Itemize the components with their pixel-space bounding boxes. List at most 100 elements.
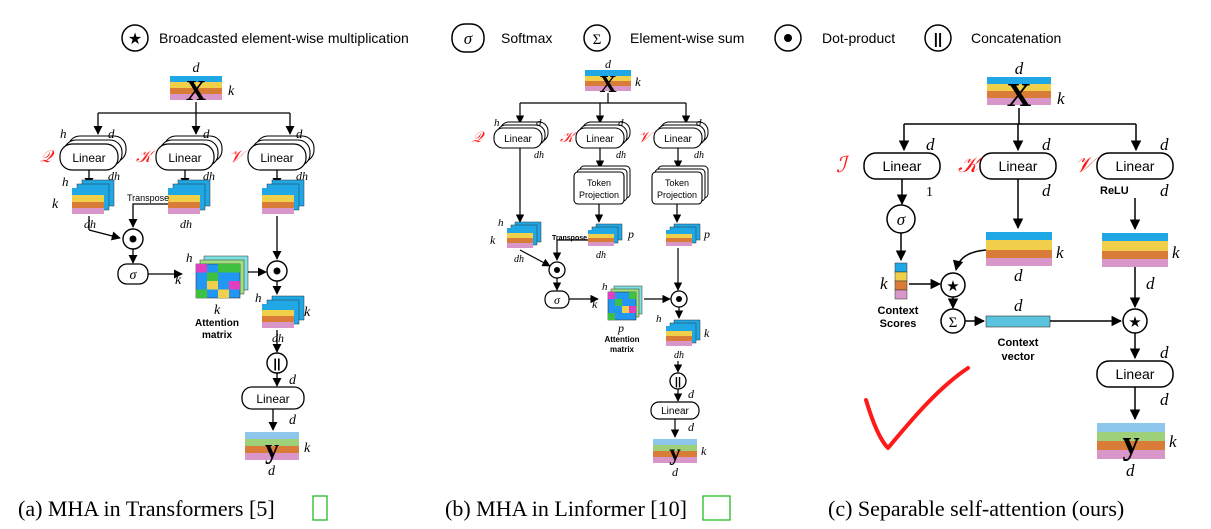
- panel-a-output-y: y: [245, 432, 299, 465]
- panel-a: X d k Linear Linear Linear 𝒬: [18, 61, 328, 521]
- panel-b-d1: d: [536, 117, 542, 129]
- panel-c-kt-k: k: [1056, 243, 1064, 262]
- panel-b-h1: h: [494, 117, 500, 129]
- panel-a-q-k: k: [52, 197, 59, 212]
- legend-sigma-symbol: σ: [464, 29, 473, 48]
- star-icon: [121, 24, 149, 52]
- panel-a-k-tensor: [168, 179, 211, 214]
- panel-b-out-h: h: [656, 313, 662, 325]
- panel-c-linear-out-d: d: [1160, 390, 1169, 409]
- panel-a-x-label: X: [186, 76, 206, 107]
- panel-a-att-k: k: [175, 273, 182, 288]
- panel-a-ref-link[interactable]: 5: [256, 496, 267, 521]
- panel-b-out-tensor: [666, 319, 701, 346]
- panel-b-q-symbol: 𝒬: [472, 130, 485, 146]
- panel-b-att-label1: Attention: [604, 335, 639, 344]
- panel-b: X d k Linear Linear Linear 𝒬 𝒦 �: [445, 57, 731, 521]
- panel-c-cv-d: d: [1014, 296, 1023, 315]
- panel-c-y-k: k: [1169, 432, 1177, 451]
- panel-b-k-p: p: [627, 227, 634, 241]
- panel-b-x-d: d: [605, 57, 612, 71]
- panel-a-d1: d: [108, 126, 115, 141]
- panel-c-v-tensor: [1102, 233, 1168, 267]
- panel-a-transpose: Transpose: [127, 193, 169, 203]
- panel-c-vt-d: d: [1146, 274, 1155, 293]
- panel-c-x-k: k: [1057, 89, 1065, 108]
- panel-b-y-d: d: [672, 465, 679, 479]
- panel-c-relu: ReLU: [1100, 185, 1129, 197]
- panel-c-caption: (c) Separable self-attention (ours): [828, 496, 1124, 521]
- panel-b-linear-v: Linear: [653, 121, 709, 149]
- panel-b-sigma: σ: [554, 293, 561, 307]
- panel-b-ref-link[interactable]: 10: [658, 496, 680, 521]
- panel-b-dh2: dh: [616, 150, 626, 161]
- panel-c-input-x: X d k: [987, 59, 1065, 114]
- panel-c-v-d2: d: [1160, 181, 1169, 200]
- panel-b-linear-q-label: Linear: [504, 134, 532, 145]
- panel-b-linear-q: Linear: [493, 121, 549, 149]
- star-glyph: ★: [128, 31, 142, 48]
- panel-b-q-h: h: [498, 217, 504, 229]
- panel-b-att-p: p: [617, 321, 624, 335]
- panel-a-concat-d: d: [289, 373, 297, 388]
- panel-a-dh2: dh: [203, 169, 215, 183]
- panel-a-y-d: d: [268, 464, 276, 479]
- panel-a-att-k2: k: [214, 303, 221, 318]
- softmax-icon: [451, 23, 485, 53]
- panel-b-k-tensor: [588, 223, 623, 246]
- panel-a-y-k: k: [304, 441, 311, 456]
- legend-concat-symbol: ||: [934, 31, 942, 48]
- legend: ★ Broadcasted element-wise multiplicatio…: [121, 23, 1061, 53]
- legend-concat-label: Concatenation: [971, 30, 1061, 46]
- panel-b-attention-matrix: [607, 285, 643, 321]
- panel-b-q-tensor: [507, 221, 542, 248]
- panel-c-i-d: d: [926, 135, 935, 154]
- panel-a-q-tensor: [72, 179, 115, 214]
- panel-b-dh1: dh: [534, 150, 544, 161]
- panel-b-dh3: dh: [694, 150, 704, 161]
- panel-c-x-label: X: [1007, 77, 1032, 114]
- panel-a-x-d: d: [193, 61, 201, 76]
- panel-c-k-tensor: [986, 232, 1052, 266]
- panel-c-x-d: d: [1015, 59, 1024, 78]
- panel-c-star1-glyph: ★: [946, 278, 959, 295]
- panel-b-v-p: p: [703, 227, 710, 241]
- panel-c-star2-d: d: [1160, 343, 1169, 362]
- panel-a-k-dh: dh: [180, 217, 192, 231]
- dot-product-dot: [784, 34, 792, 42]
- legend-sum-label: Element-wise sum: [630, 30, 744, 46]
- panel-c-scores-k: k: [880, 274, 888, 293]
- panel-a-out-h: h: [255, 290, 262, 305]
- panel-a-caption: (a) MHA in Transformers [5]: [18, 496, 275, 521]
- panel-a-k-symbol: 𝒦: [136, 147, 157, 166]
- panel-b-linear-v-label: Linear: [664, 134, 692, 145]
- panel-a-linear-k: Linear: [155, 135, 223, 171]
- panel-b-linear-out-label: Linear: [661, 406, 689, 417]
- panel-b-att-label2: matrix: [610, 345, 635, 354]
- panel-b-token-v-2: Projection: [657, 190, 697, 200]
- panel-a-att-label2: matrix: [202, 330, 232, 341]
- panel-b-x-k: k: [635, 74, 641, 89]
- panel-b-x-label: X: [599, 72, 617, 98]
- panel-a-ref-box[interactable]: [312, 495, 328, 521]
- panel-a-dh1: dh: [108, 169, 120, 183]
- panel-a-attention-matrix: [195, 255, 249, 299]
- panel-b-ref-box[interactable]: [702, 495, 731, 521]
- panel-b-d3: d: [696, 117, 702, 129]
- panel-a-sigma: σ: [130, 268, 138, 283]
- panel-c-output-y: y: [1097, 423, 1165, 462]
- panel-a-out-dh: dh: [272, 331, 284, 345]
- panel-a-q-dh: dh: [84, 217, 96, 231]
- panel-c-context-scores: [894, 262, 908, 300]
- panel-b-y-k: k: [701, 444, 707, 458]
- panel-c-linear-v-label: Linear: [1116, 158, 1155, 174]
- panel-a-v-tensor: [262, 179, 305, 214]
- panel-a-concat-symbol: ||: [273, 356, 280, 371]
- panel-a-x-k: k: [228, 84, 235, 99]
- panel-b-linear-k-label: Linear: [586, 134, 614, 145]
- panel-c-y-d: d: [1126, 461, 1135, 480]
- panel-b-token-k-1: Token: [587, 178, 611, 188]
- panel-a-d2: d: [203, 126, 210, 141]
- legend-sigma-label: Softmax: [501, 30, 552, 46]
- panel-a-h1: h: [60, 126, 67, 141]
